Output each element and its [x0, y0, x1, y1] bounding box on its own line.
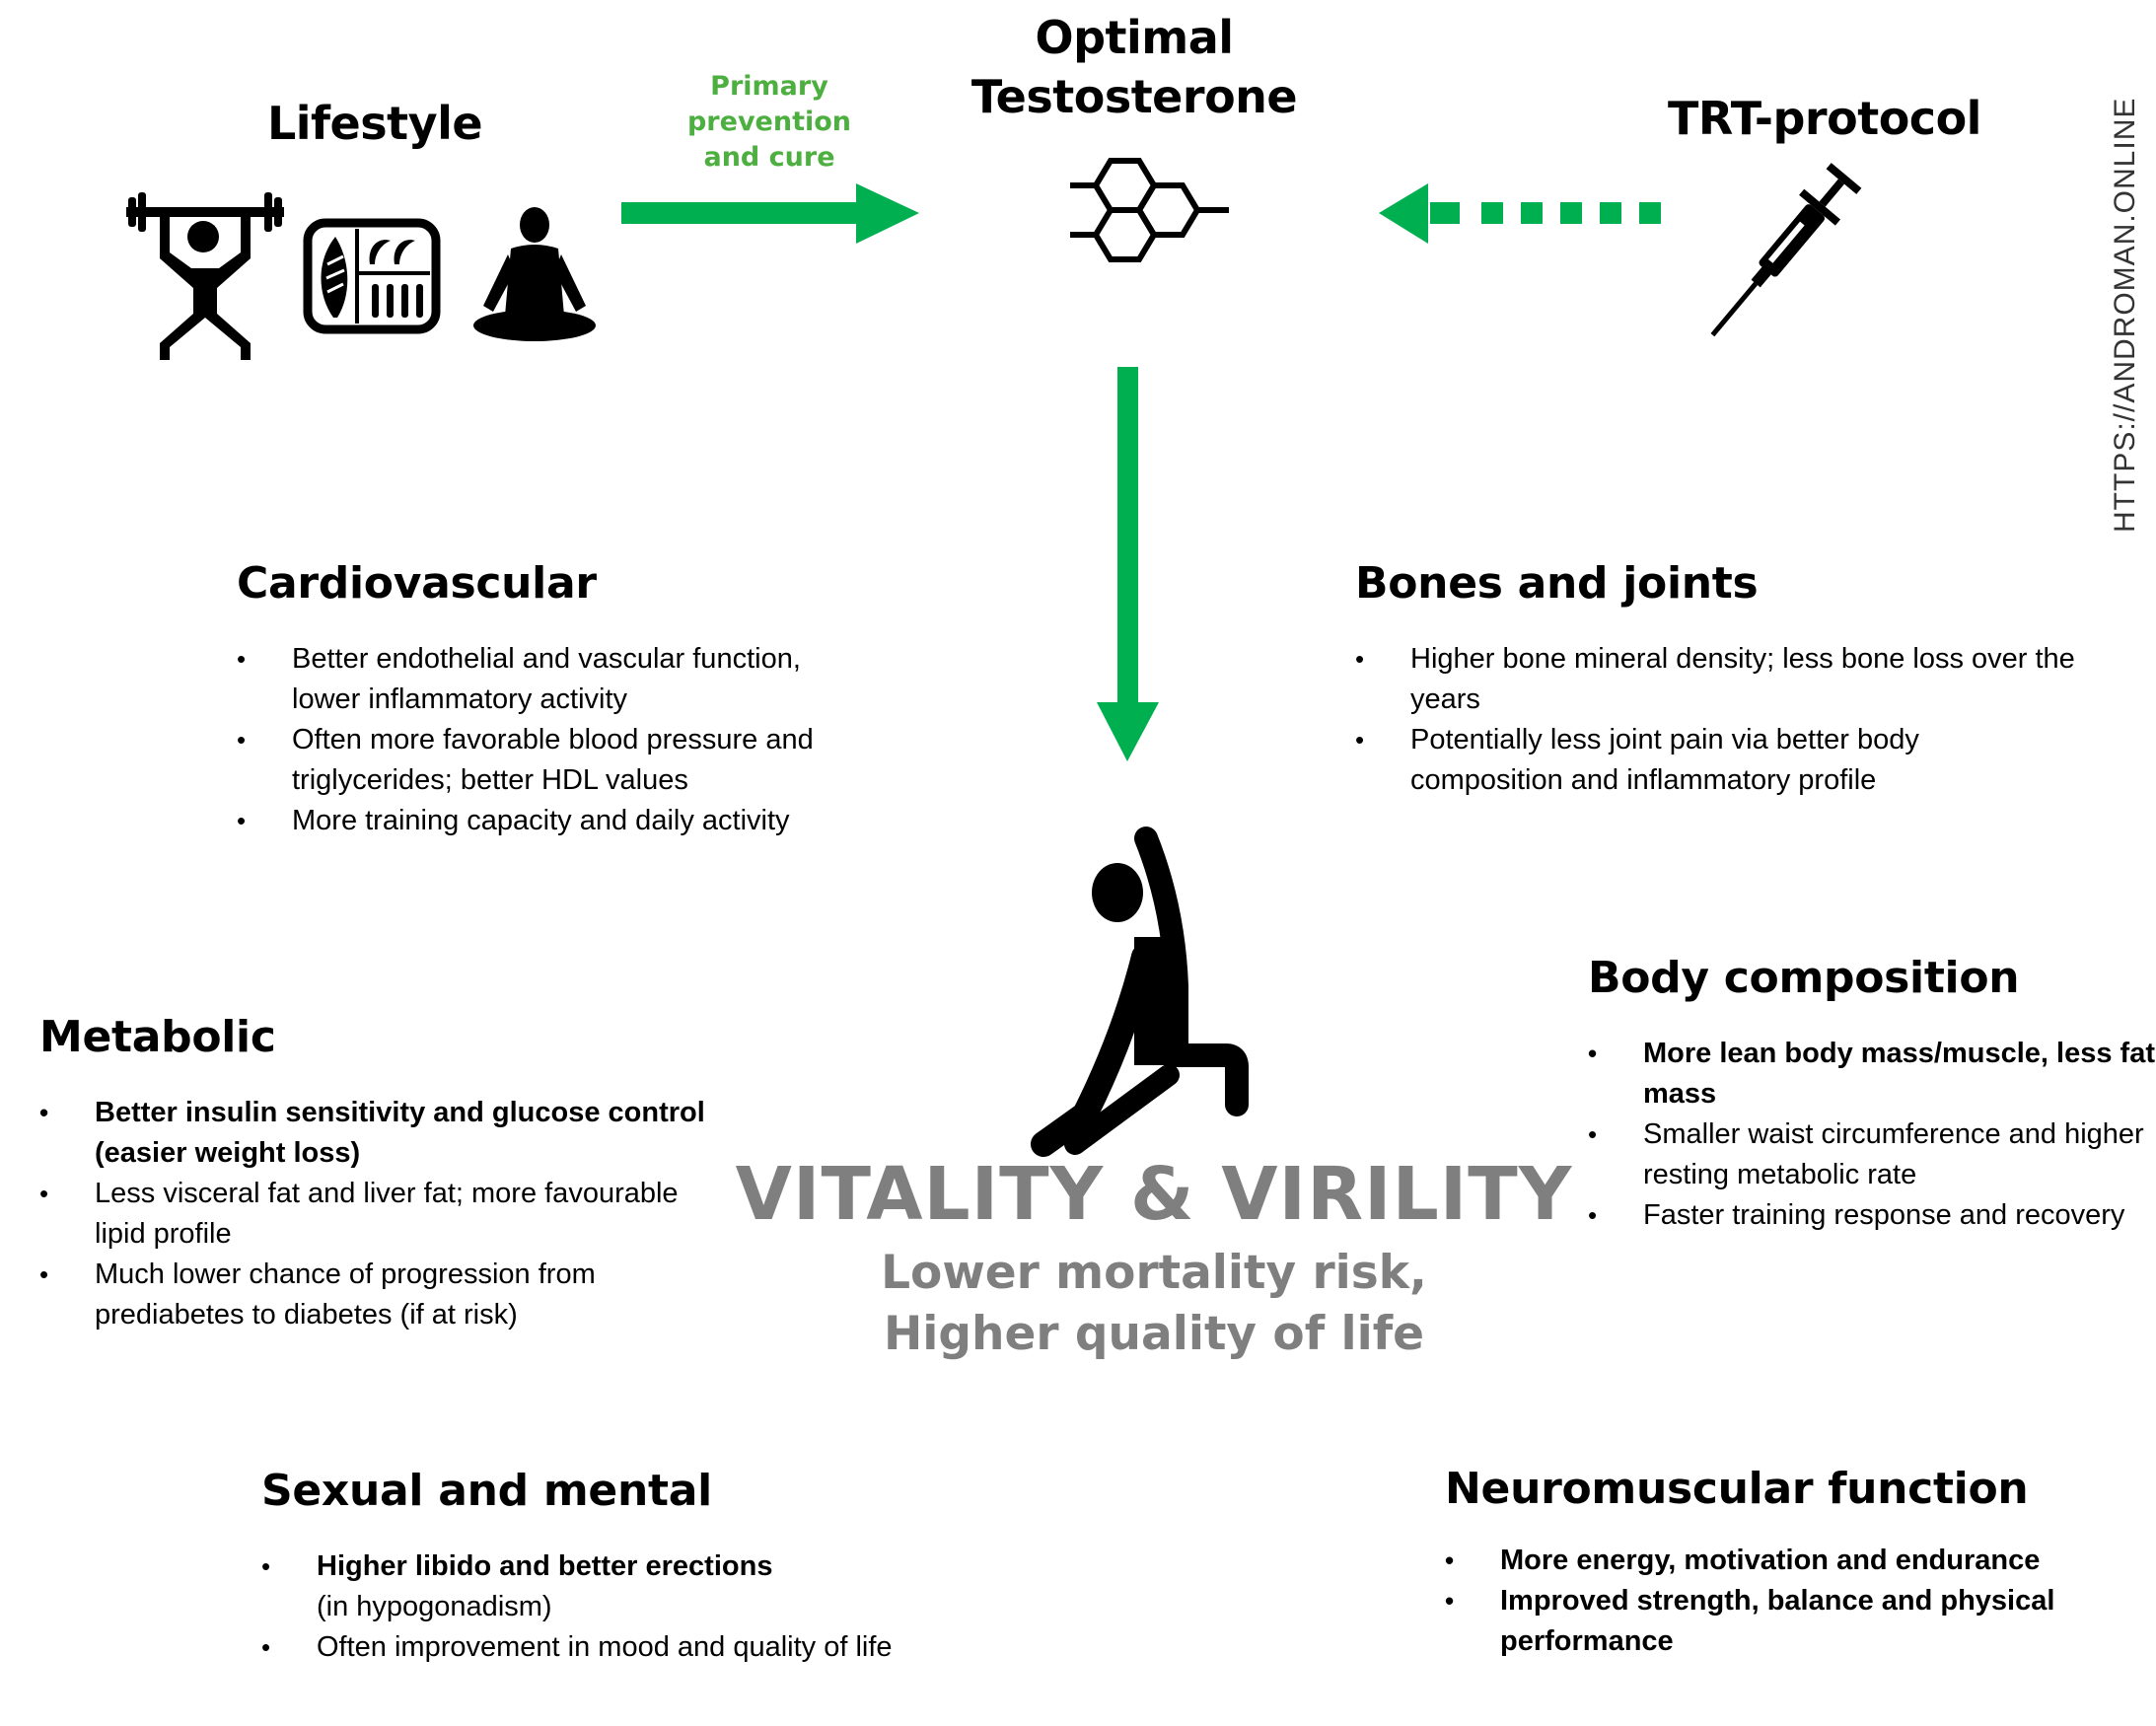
section-title: Sexual and mental [261, 1466, 712, 1516]
list-item: Higher libido and better erections (in h… [261, 1546, 893, 1627]
stretching-person-icon [1031, 827, 1249, 1157]
item-suffix: (in hypogonadism) [317, 1591, 552, 1622]
list-item: Often improvement in mood and quality of… [261, 1627, 893, 1668]
meal-tray-icon [303, 218, 441, 334]
list-item: Higher bone mineral density; less bone l… [1355, 639, 2075, 720]
syringe-icon [1710, 163, 1862, 337]
list-item: Much lower chance of progression from pr… [39, 1255, 710, 1335]
right-arrow [621, 183, 919, 244]
list-item: More energy, motivation and endurance [1445, 1541, 2156, 1581]
section-title: Body composition [1588, 953, 2020, 1003]
label-line-1: Primary [710, 71, 828, 102]
weightlifter-icon [126, 192, 284, 360]
section-title: Metabolic [39, 1012, 276, 1062]
section-title: Cardiovascular [237, 558, 597, 609]
bullet-list: Higher libido and better erections (in h… [261, 1546, 893, 1668]
list-item: Less visceral fat and liver fat; more fa… [39, 1174, 710, 1255]
outcome-line-1: Lower mortality risk, [881, 1246, 1427, 1300]
list-item: Better insulin sensitivity and glucose c… [39, 1093, 710, 1174]
section-sexual-mental: Sexual and mental Higher libido and bett… [261, 1466, 893, 1669]
bullet-list: More lean body mass/muscle, less fat mas… [1588, 1034, 2156, 1236]
section-title: Neuromuscular function [1445, 1464, 2029, 1514]
list-item: Improved strength, balance and physical … [1445, 1581, 2156, 1662]
list-item: Better endothelial and vascular function… [237, 639, 848, 720]
list-item: More training capacity and daily activit… [237, 801, 848, 841]
bullet-list: Better insulin sensitivity and glucose c… [39, 1093, 710, 1335]
list-item: Faster training response and recovery [1588, 1195, 2156, 1236]
list-item: Smaller waist circumference and higher r… [1588, 1115, 2156, 1195]
bullet-list: Better endothelial and vascular function… [237, 639, 848, 841]
primary-prevention-label: Primary prevention and cure [651, 69, 888, 176]
optimal-testosterone-title: Optimal Testosterone [937, 8, 1331, 126]
bullet-list: More energy, motivation and endurance Im… [1445, 1541, 2156, 1662]
outcome-subtitle: Lower mortality risk, Higher quality of … [730, 1243, 1578, 1365]
list-item: Potentially less joint pain via better b… [1355, 720, 2075, 801]
lifestyle-title: Lifestyle [266, 97, 483, 150]
list-item: Often more favorable blood pressure and … [237, 720, 848, 801]
section-body-composition: Body composition More lean body mass/mus… [1588, 953, 2156, 1237]
section-cardiovascular: Cardiovascular Better endothelial and va… [237, 558, 848, 842]
down-arrow [1097, 367, 1159, 761]
section-neuromuscular: Neuromuscular function More energy, moti… [1445, 1468, 2156, 1662]
meditation-icon [473, 207, 596, 341]
vitality-virility-title: VITALITY & VIRILITY [735, 1152, 1573, 1237]
title-line-2: Testosterone [970, 70, 1298, 123]
trt-protocol-title: TRT-protocol [1668, 92, 1981, 145]
section-bones-joints: Bones and joints Higher bone mineral den… [1355, 562, 2075, 801]
list-item: More lean body mass/muscle, less fat mas… [1588, 1034, 2156, 1115]
label-line-3: and cure [703, 142, 835, 173]
bold-text: Higher libido and better erections [317, 1550, 773, 1582]
section-metabolic: Metabolic Better insulin sensitivity and… [39, 1016, 710, 1335]
title-line-1: Optimal [1035, 11, 1234, 64]
bullet-list: Higher bone mineral density; less bone l… [1355, 639, 2075, 801]
section-title: Bones and joints [1355, 558, 1759, 609]
steroid-molecule-icon [1070, 158, 1229, 262]
dashed-left-arrow [1379, 183, 1661, 244]
outcome-line-2: Higher quality of life [883, 1307, 1425, 1361]
label-line-2: prevention [686, 107, 852, 137]
